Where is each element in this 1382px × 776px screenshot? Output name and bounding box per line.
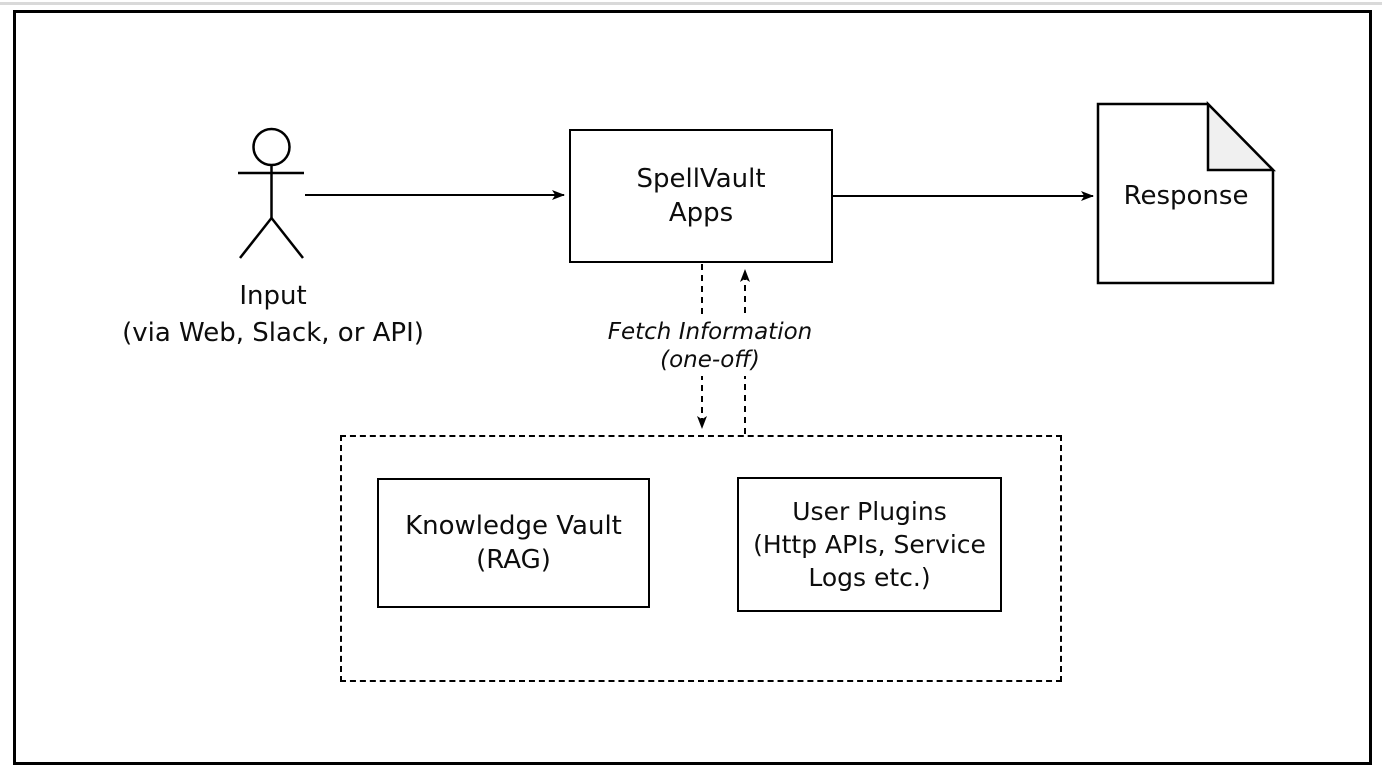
actor-label-title: Input: [239, 281, 307, 311]
fetch-label-line1: Fetch Information: [607, 319, 813, 345]
node-spellvault-apps-label-line1: SpellVault: [636, 164, 766, 194]
actor-label: Input (via Web, Slack, or API): [92, 278, 454, 352]
screen-top-edge: [0, 2, 1382, 5]
node-knowledge-vault-label-line2: (RAG): [476, 545, 551, 575]
node-knowledge-vault-label-line1: Knowledge Vault: [405, 511, 622, 541]
fetch-label-line2: (one-off): [660, 347, 760, 373]
diagram-border: [13, 10, 1372, 765]
response-label: Response: [1123, 181, 1249, 211]
document-icon: [1096, 100, 1276, 285]
node-user-plugins-label-line3: Logs etc.): [808, 563, 931, 592]
node-spellvault-apps: SpellVault Apps: [569, 129, 833, 263]
node-user-plugins-label-line2: (Http APIs, Service: [753, 530, 986, 559]
node-knowledge-vault: Knowledge Vault (RAG): [377, 478, 650, 608]
actor-person-icon: [238, 127, 304, 259]
actor-label-subtitle: (via Web, Slack, or API): [122, 318, 424, 348]
data-sources-group: [340, 435, 1062, 682]
node-spellvault-apps-label-line2: Apps: [668, 198, 734, 228]
fetch-information-edge-label: Fetch Information (one-off): [599, 316, 821, 376]
node-user-plugins: User Plugins (Http APIs, Service Logs et…: [737, 477, 1002, 612]
node-user-plugins-label-line1: User Plugins: [792, 497, 947, 526]
